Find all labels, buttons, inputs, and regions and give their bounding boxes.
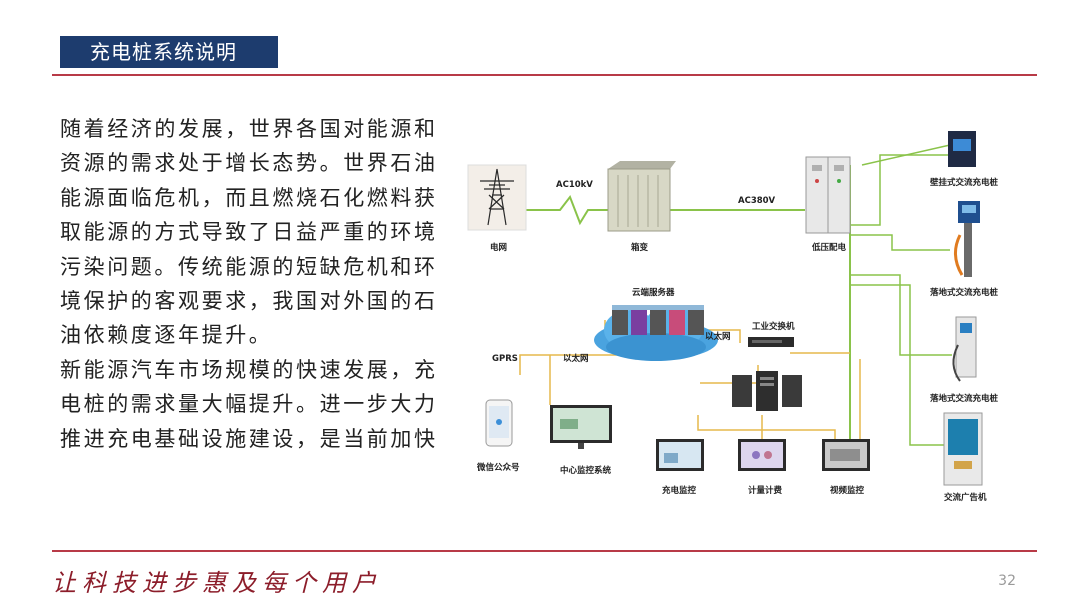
billing-label: 计量计费 (748, 485, 783, 496)
wechat-label: 微信公众号 (476, 462, 520, 473)
floor-charger-1-label: 落地式交流充电桩 (930, 287, 999, 298)
ad-machine-label: 交流广告机 (944, 492, 987, 503)
industrial-switch-icon (748, 337, 794, 347)
center-monitor-label: 中心监控系统 (560, 465, 612, 476)
feeder-lines (850, 144, 952, 446)
ac10kv-line (526, 194, 608, 226)
server-tower-icon (732, 371, 802, 411)
cloud-server-icon (594, 305, 718, 361)
charge-monitor-label: 充电监控 (662, 485, 697, 496)
phone-icon (485, 399, 513, 447)
billing-monitor-icon (738, 439, 786, 471)
cloud-server-label: 云端服务器 (632, 287, 675, 298)
ethernet-label-1: 以太网 (705, 331, 731, 342)
body-text: 随着经济的发展，世界各国对能源和资源的需求处于增长态势。世界石油能源面临危机，而… (60, 112, 440, 456)
video-monitor-icon (822, 439, 870, 471)
ad-machine-icon (943, 412, 983, 486)
floor-charger-2-icon (952, 316, 977, 382)
video-monitor-label: 视频监控 (830, 485, 865, 496)
wall-charger-icon (948, 131, 976, 167)
header-rule (52, 74, 1037, 76)
paragraph-1: 随着经济的发展，世界各国对能源和资源的需求处于增长态势。世界石油能源面临危机，而… (60, 117, 438, 348)
paragraph-2: 新能源汽车市场规模的快速发展，充电桩的需求量大幅提升。进一步大力推进充电基础设施… (60, 357, 438, 451)
footer-rule (52, 550, 1037, 552)
footer-slogan: 让科技进步惠及每个用户 (52, 569, 382, 597)
charging-system-diagram: 电网 AC10kV 箱变 AC380V 低压配电 云端服务器 (467, 131, 999, 503)
center-monitor-icon (550, 405, 612, 449)
box-transformer-label: 箱变 (630, 242, 649, 253)
box-transformer-icon (607, 161, 676, 232)
gprs-label: GPRS (492, 354, 518, 364)
ac10kv-label: AC10kV (556, 180, 593, 190)
page-number: 32 (998, 573, 1016, 589)
industrial-switch-label: 工业交换机 (752, 321, 795, 332)
power-grid-icon (467, 164, 527, 231)
wall-charger-label: 壁挂式交流充电桩 (930, 177, 999, 188)
ethernet-label-2: 以太网 (563, 353, 589, 364)
grid-label: 电网 (490, 242, 507, 253)
floor-charger-1-icon (954, 201, 980, 277)
low-voltage-cabinet-icon (805, 156, 851, 234)
low-voltage-label: 低压配电 (811, 242, 847, 253)
charge-monitor-icon (656, 439, 704, 471)
ac380v-label: AC380V (738, 196, 776, 206)
floor-charger-2-label: 落地式交流充电桩 (930, 393, 999, 404)
slide-title: 充电桩系统说明 (60, 36, 278, 68)
